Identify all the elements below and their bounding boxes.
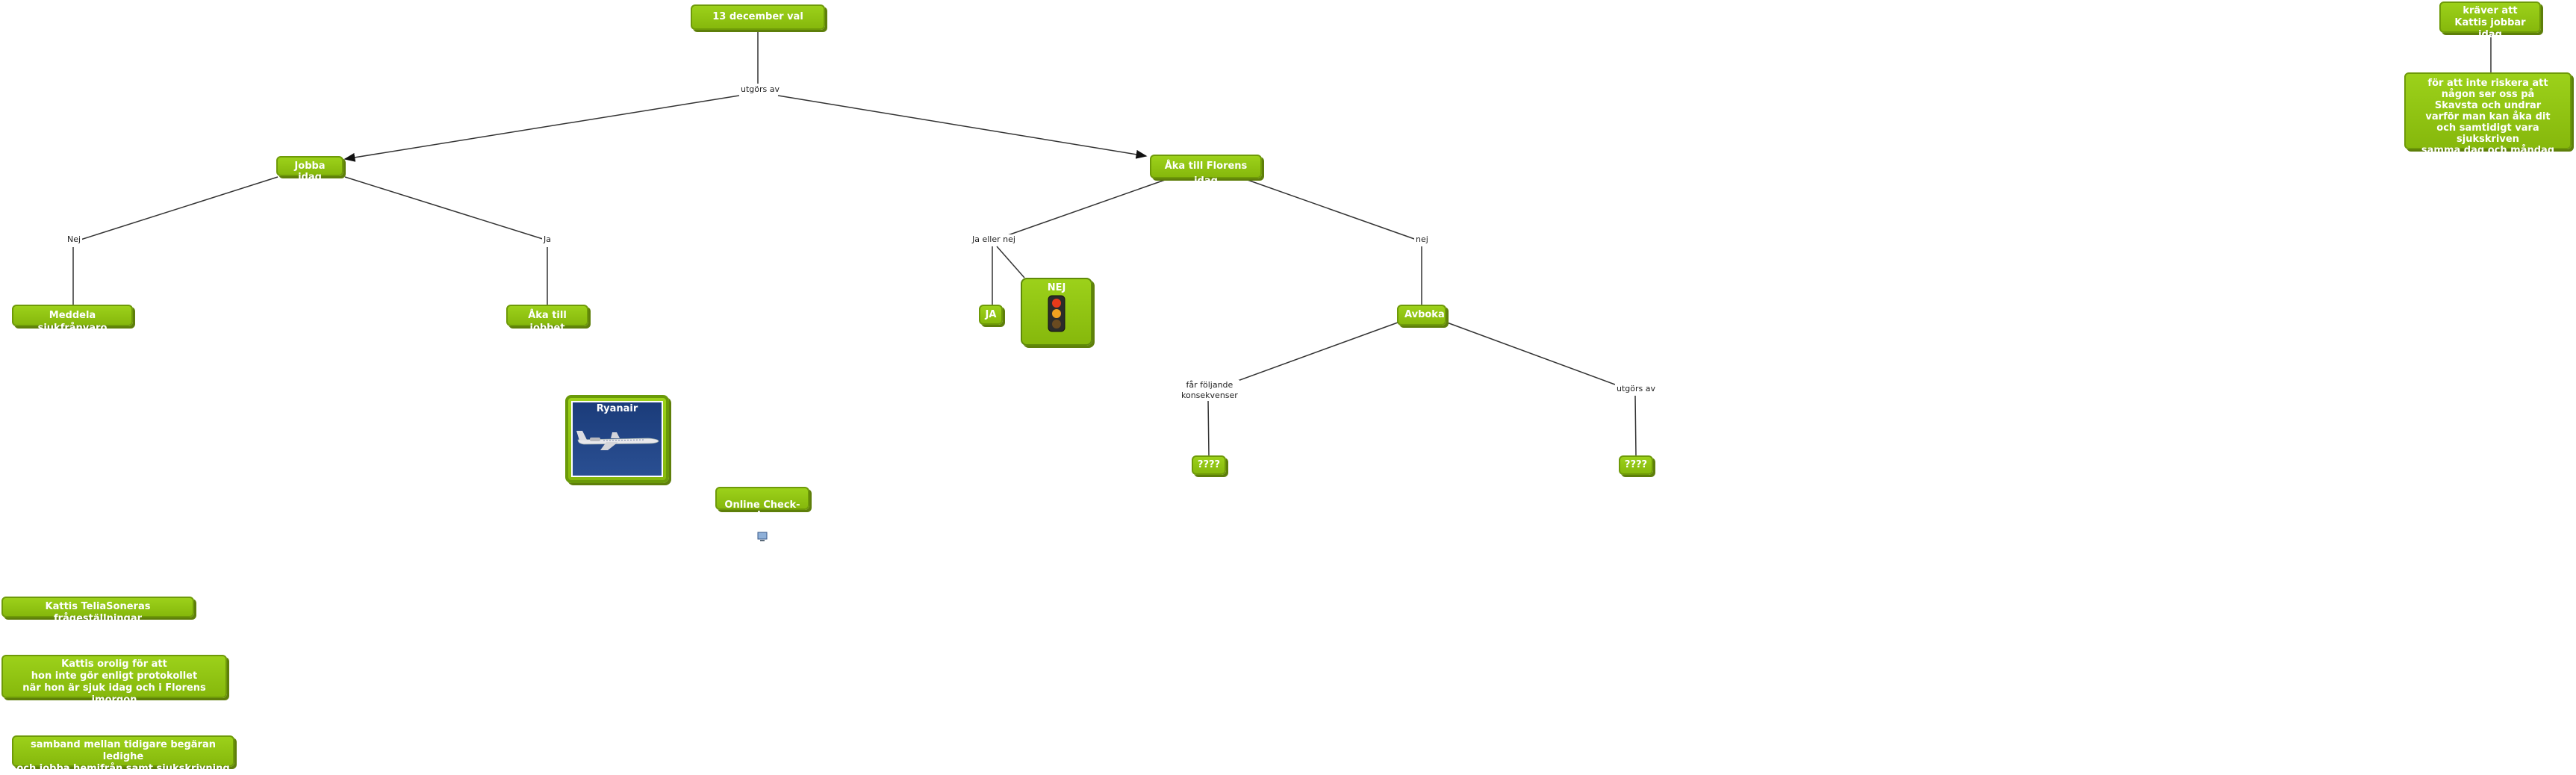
node-for-att-inte-riskera[interactable]: för att inte riskera att någon ser oss p… [2404,72,2572,156]
node-aka-till-florens-idag[interactable]: Åka till Florens idag [1150,155,1262,187]
node-kattis-teliasoneras-fragestallningar[interactable]: Kattis TeliaSoneras frågeställningar [1,597,194,624]
root-node-13-december-val[interactable]: 13 december val [691,4,825,30]
edge-label-utgors-av-2: utgörs av [1615,384,1657,394]
edge-label-ja-eller-nej: Ja eller nej [971,234,1017,245]
node-samband[interactable]: samband mellan tidigare begäran ledighe … [12,735,234,774]
node-online-check-in[interactable]: Online Check-In [715,487,809,541]
airplane-icon [576,431,659,450]
node-avboka[interactable]: Avboka [1397,305,1446,326]
node-jobba-idag[interactable]: Jobba idag [276,156,343,183]
node-meddela-sjukfranvaro[interactable]: Meddela sjukfrånvaro [12,305,133,334]
node-aka-till-jobbet[interactable]: Åka till jobbet [506,305,588,334]
node-kattis-orolig[interactable]: Kattis orolig för att hon inte gör enlig… [1,655,227,706]
computer-icon [757,532,768,541]
node-nej-traffic-light[interactable]: NEJ [1021,278,1092,346]
edge-label-nej-2: nej [1414,234,1430,245]
online-check-in-label: Online Check-In [724,499,800,521]
ryanair-label: Ryanair [596,403,638,414]
edge-label-utgors-av-1: utgörs av [739,84,781,95]
traffic-light-icon [1048,295,1065,332]
node-ja[interactable]: JA [979,305,1003,325]
node-ryanair[interactable]: Ryanair [565,395,669,483]
edge-label-nej-1: Nej [66,234,83,245]
edge-label-far-foljande-konsekvenser: får följande konsekvenser [1180,380,1239,401]
edge-label-ja-1: Ja [542,234,553,245]
node-kraver-att[interactable]: kräver att Kattis jobbar idag [2439,1,2541,40]
node-nej-label: NEJ [1047,282,1066,293]
node-questions-2[interactable]: ???? [1619,455,1653,475]
node-questions-1[interactable]: ???? [1192,455,1226,475]
